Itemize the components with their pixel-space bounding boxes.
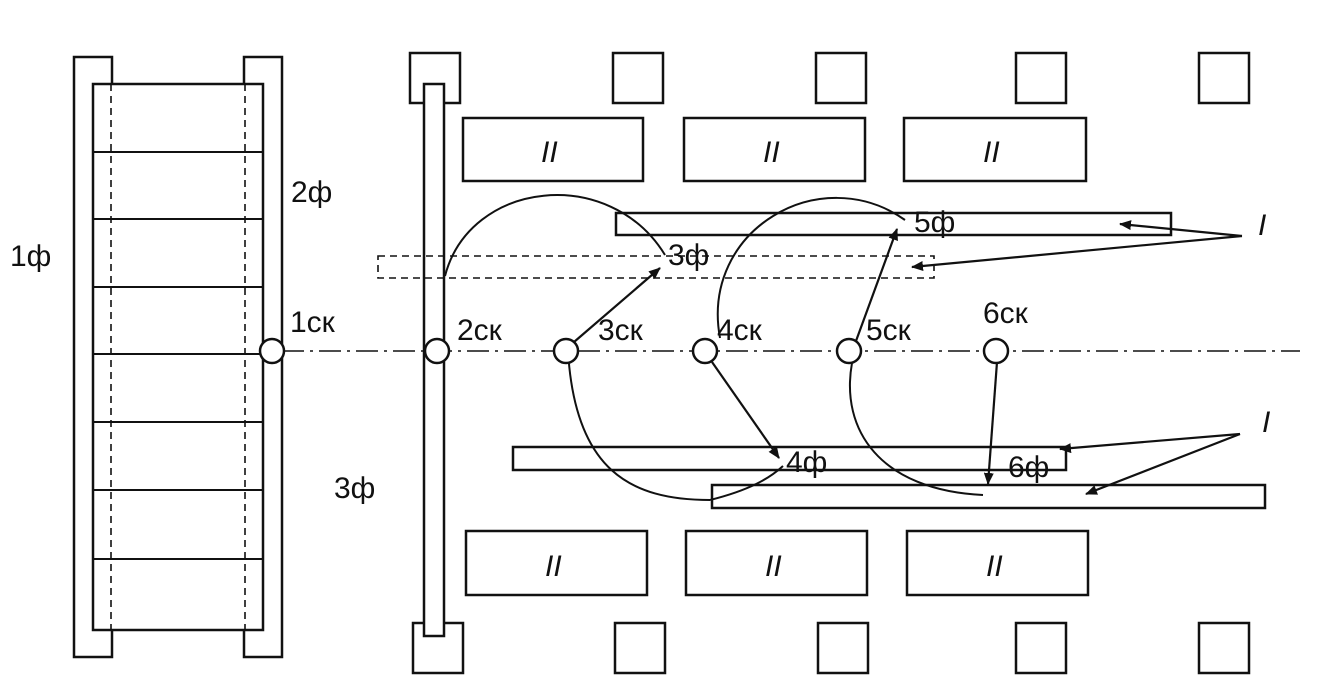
- label-source-top: I: [1258, 209, 1266, 242]
- column: [1197, 51, 1251, 105]
- crane-position-6: [982, 337, 1010, 365]
- arrow-source-bottom-2: [1085, 432, 1241, 496]
- arrow-source-top-2: [911, 234, 1243, 271]
- arc-crane-3: [567, 350, 711, 501]
- beam-frame-5: [614, 211, 1173, 237]
- dashed-frame-3: [377, 255, 935, 279]
- block-ii: [684, 529, 869, 597]
- arrow-source-top-1: [1119, 220, 1243, 238]
- label-frame-2: 2ф: [291, 176, 332, 209]
- label-block-ii: II: [541, 136, 558, 169]
- columns-top: [408, 51, 1251, 105]
- arc-crane-5: [848, 362, 984, 496]
- columns-bottom: [411, 621, 1251, 675]
- label-block-ii: II: [545, 550, 562, 583]
- left-ladder: [72, 55, 284, 659]
- beam-frame-4: [511, 445, 1068, 472]
- column: [1197, 621, 1251, 675]
- label-crane-3: 3ск: [598, 314, 644, 347]
- swing-arcs: [444, 194, 984, 501]
- label-block-ii: II: [986, 550, 1003, 583]
- blocks-top: [461, 116, 1088, 183]
- block-ii: [902, 116, 1088, 183]
- ladder-body: [91, 82, 265, 632]
- label-crane-6: 6ск: [983, 297, 1029, 330]
- arc-crane-2: [444, 194, 666, 277]
- column: [1014, 51, 1068, 105]
- label-frame-4: 4ф: [786, 446, 827, 479]
- label-source-bottom: I: [1262, 406, 1270, 439]
- crane-position-5: [835, 337, 863, 365]
- crane-position-2: [423, 337, 451, 365]
- column: [613, 621, 667, 675]
- block-ii: [461, 116, 645, 183]
- label-frame-1: 1ф: [10, 240, 51, 273]
- column: [611, 51, 665, 105]
- label-frame-3-left: 3ф: [334, 472, 375, 505]
- column: [411, 621, 465, 675]
- label-frame-5: 5ф: [914, 206, 955, 239]
- arrow-source-bottom-1: [1059, 432, 1241, 454]
- arc-crane-4-tail: [709, 465, 784, 501]
- crane-position-3: [552, 337, 580, 365]
- arrow-6ck-to-6f: [983, 361, 999, 485]
- column: [816, 621, 870, 675]
- arrow-4ck-to-4f: [711, 361, 780, 459]
- label-block-ii: II: [765, 550, 782, 583]
- label-frame-3: 3ф: [668, 239, 709, 272]
- label-crane-5: 5ск: [866, 314, 912, 347]
- block-ii: [464, 529, 649, 597]
- arrows: [573, 220, 1243, 496]
- column: [1014, 621, 1068, 675]
- arrow-3ck-to-3f: [573, 267, 661, 343]
- beam-frame-6: [710, 483, 1267, 510]
- crane-positions: [258, 337, 1010, 365]
- crane-position-4: [691, 337, 719, 365]
- ladder-rungs: [93, 151, 263, 560]
- label-frame-6: 6ф: [1008, 451, 1049, 484]
- label-crane-1: 1ск: [290, 306, 336, 339]
- block-ii: [905, 529, 1090, 597]
- arc-crane-4: [716, 196, 906, 339]
- arrow-5ck-to-5f: [854, 228, 899, 342]
- label-crane-2: 2ск: [457, 314, 503, 347]
- blocks-bottom: [464, 529, 1090, 597]
- label-block-ii: II: [763, 136, 780, 169]
- label-block-ii: II: [983, 136, 1000, 169]
- label-crane-4: 4ск: [717, 314, 763, 347]
- block-ii: [682, 116, 867, 183]
- crane-position-1: [258, 337, 286, 365]
- column: [814, 51, 868, 105]
